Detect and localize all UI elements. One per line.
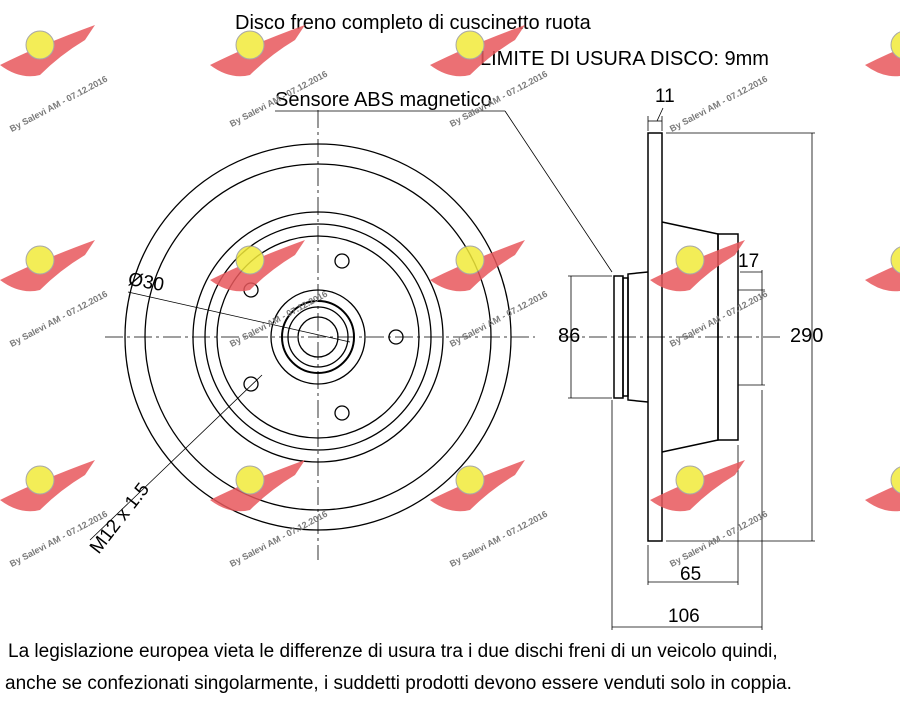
logo-icon	[864, 239, 900, 292]
logo-icon	[649, 239, 746, 292]
logo-icon	[649, 459, 746, 512]
logo-icon	[209, 239, 306, 292]
logo-icon	[209, 459, 306, 512]
logo-icon	[429, 459, 526, 512]
logo-icon	[864, 459, 900, 512]
dim-hub-width: 65	[680, 564, 702, 585]
logo-icon	[429, 239, 526, 292]
dim-outer-diameter: 290	[790, 325, 824, 347]
dim-hub-step: 17	[738, 251, 760, 272]
logo-icon	[0, 459, 96, 512]
logo-icon	[0, 239, 96, 292]
footer-line-1: La legislazione europea vieta le differe…	[8, 641, 778, 662]
abs-sensor-label: Sensore ABS magnetico	[275, 89, 492, 111]
dim-bearing-diameter: 86	[558, 325, 581, 347]
front-view	[89, 110, 613, 560]
footer-line-2: anche se confezionati singolarmente, i s…	[5, 673, 792, 694]
wear-limit-label: LIMITE DI USURA DISCO: 9mm	[480, 48, 769, 70]
dim-total-width: 106	[668, 606, 700, 627]
logo-icon	[209, 24, 306, 77]
logo-icon	[0, 24, 96, 77]
logo-icon	[864, 24, 900, 77]
logo-icon	[429, 24, 526, 77]
side-view	[560, 107, 815, 630]
dim-thickness: 11	[655, 86, 675, 107]
drawing-title: Disco freno completo di cuscinetto ruota	[235, 12, 591, 34]
